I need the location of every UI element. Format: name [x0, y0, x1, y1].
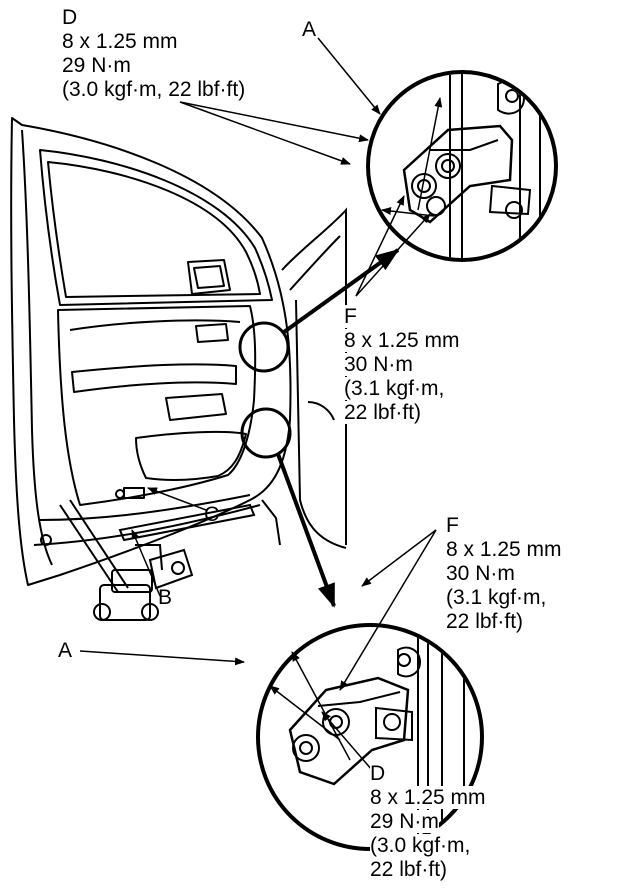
label-c: C — [204, 503, 220, 526]
upper-detail-arrow — [282, 248, 400, 334]
label-a-top: A — [302, 18, 317, 41]
callout-d-top-letter: D — [62, 6, 78, 29]
callout-d-bottom-size: 8 x 1.25 mm — [370, 786, 486, 809]
callout-d-bottom-alt1: (3.0 kgf·m, — [370, 834, 471, 857]
body-pillar — [261, 207, 347, 549]
callout-d-top-size: 8 x 1.25 mm — [62, 30, 178, 53]
label-b: B — [158, 586, 173, 609]
callout-d-bottom-torque: 29 N·m — [370, 810, 439, 833]
callout-d-bottom-letter: D — [370, 762, 386, 785]
callout-f-low-alt1: (3.1 kgf·m, — [446, 586, 547, 609]
callout-d-bottom-alt2: 22 lbf·ft) — [370, 858, 448, 881]
callout-f-low-letter: F — [446, 514, 459, 537]
callout-f-mid-torque: 30 N·m — [344, 353, 413, 376]
floor-jack — [59, 499, 194, 621]
callout-f-low-alt2: 22 lbf·ft) — [446, 610, 524, 633]
door-outline — [10, 117, 292, 586]
callout-f-low-torque: 30 N·m — [446, 562, 515, 585]
callout-f-mid-letter: F — [344, 305, 357, 328]
upper-hinge-location — [238, 321, 290, 373]
callout-d-top-alt: (3.0 kgf·m, 22 lbf·ft) — [62, 78, 246, 101]
lower-hinge-location — [240, 407, 292, 459]
upper-hinge-detail — [366, 70, 558, 262]
callout-f-mid-alt1: (3.1 kgf·m, — [344, 377, 445, 400]
callout-f-mid-alt2: 22 lbf·ft) — [344, 401, 422, 424]
wood-block — [118, 503, 256, 542]
callout-d-top-torque: 29 N·m — [62, 54, 131, 77]
leader-lines — [79, 37, 437, 771]
lower-detail-arrow — [276, 453, 336, 608]
callout-f-mid-size: 8 x 1.25 mm — [344, 329, 460, 352]
label-a-left: A — [58, 639, 73, 662]
callout-f-low-size: 8 x 1.25 mm — [446, 538, 562, 561]
